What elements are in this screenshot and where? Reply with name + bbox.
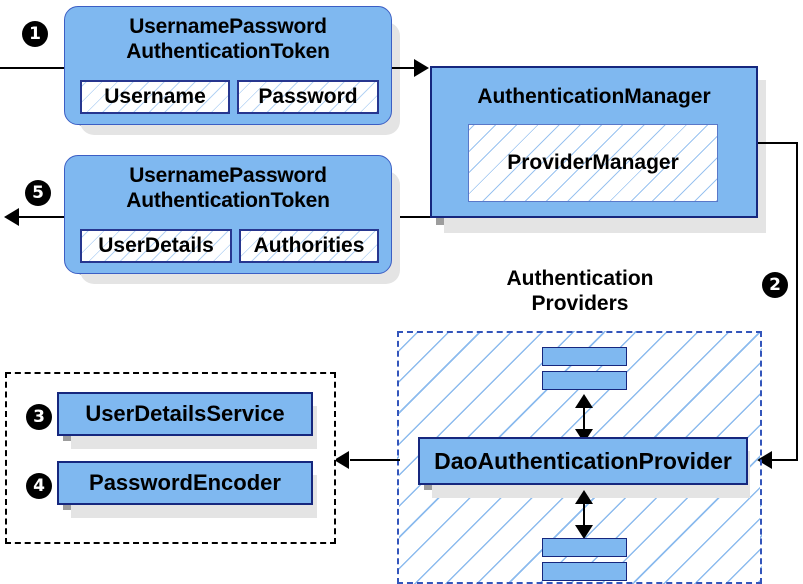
incoming-request-line xyxy=(0,67,72,69)
request-token-slot-username[interactable]: Username xyxy=(80,80,230,114)
dao-authentication-provider-box[interactable]: DaoAuthenticationProvider xyxy=(418,437,748,485)
response-token-slot-authorities[interactable]: Authorities xyxy=(239,229,379,263)
arrow-up-icon-bottom xyxy=(575,490,593,504)
response-token-title-line2: AuthenticationToken xyxy=(126,189,330,212)
dao-to-dependencies-line xyxy=(350,459,400,461)
request-token-slot-password[interactable]: Password xyxy=(237,80,379,114)
provider-manager-panel[interactable]: ProviderManager xyxy=(468,124,718,202)
providers-caption-line2: Providers xyxy=(531,292,629,315)
arrow-down-icon-bottom xyxy=(575,525,593,539)
request-token-box[interactable]: UsernamePassword AuthenticationToken Use… xyxy=(64,6,392,125)
step-marker-2: 2 xyxy=(762,272,788,298)
provider-link-line-top xyxy=(583,398,585,440)
provider-bar-top-1[interactable] xyxy=(542,347,627,366)
step-marker-4: 4 xyxy=(26,473,52,499)
arrow-left-icon-to-dependencies xyxy=(334,451,349,469)
arrow-right-icon-to-manager xyxy=(414,59,429,77)
provider-bar-bottom-2[interactable] xyxy=(542,562,627,581)
provider-bar-top-2[interactable] xyxy=(542,371,627,390)
request-token-title-line1: UsernamePassword xyxy=(129,15,327,38)
request-token-title-line2: AuthenticationToken xyxy=(126,40,330,63)
response-token-box[interactable]: UsernamePassword AuthenticationToken Use… xyxy=(64,155,392,274)
providers-caption-line1: Authentication xyxy=(506,267,654,290)
manager-to-provider-line-vertical xyxy=(796,142,798,460)
manager-to-provider-line-bottom xyxy=(770,459,798,461)
password-encoder-box[interactable]: PasswordEncoder xyxy=(57,461,313,505)
response-token-title-line1: UsernamePassword xyxy=(129,164,327,187)
step-marker-1: 1 xyxy=(22,21,48,47)
manager-to-provider-line-top xyxy=(758,142,798,144)
authentication-manager-title: AuthenticationManager xyxy=(477,85,711,108)
provider-link-line-bottom xyxy=(583,494,585,536)
step-marker-3: 3 xyxy=(26,404,52,430)
token-to-manager-line xyxy=(392,67,424,69)
authentication-manager-box[interactable]: AuthenticationManager ProviderManager xyxy=(430,66,758,218)
provider-bar-bottom-1[interactable] xyxy=(542,538,627,557)
arrow-left-icon-response xyxy=(4,208,19,226)
step-marker-5: 5 xyxy=(25,180,51,206)
response-token-slot-userdetails[interactable]: UserDetails xyxy=(80,229,232,263)
arrow-up-icon-top xyxy=(575,394,593,408)
user-details-service-box[interactable]: UserDetailsService xyxy=(57,392,313,436)
